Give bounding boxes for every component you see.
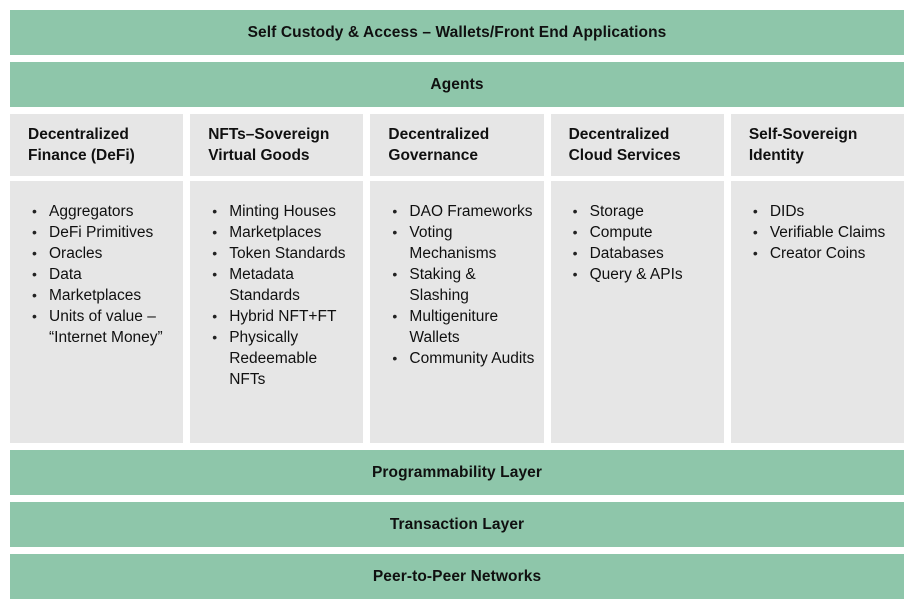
column-identity-body: DIDs Verifiable Claims Creator Coins — [730, 181, 905, 443]
column-defi-body: Aggregators DeFi Primitives Oracles Data… — [10, 181, 184, 443]
column-nfts-body: Minting Houses Marketplaces Token Standa… — [190, 181, 364, 443]
list-item: Hybrid NFT+FT — [210, 306, 355, 327]
list-item: DAO Frameworks — [390, 201, 535, 222]
list-item: Staking & Slashing — [390, 264, 535, 306]
list-item: Units of value – “Internet Money” — [30, 306, 175, 348]
list-item: Community Audits — [390, 348, 535, 369]
list-item: Marketplaces — [30, 285, 175, 306]
list-item: Compute — [571, 222, 716, 243]
list-item: Verifiable Claims — [751, 222, 896, 243]
list-item: Data — [30, 264, 175, 285]
category-columns: Decentralized Finance (DeFi) Aggregators… — [10, 114, 905, 443]
column-defi-list: Aggregators DeFi Primitives Oracles Data… — [30, 201, 175, 348]
list-item: Minting Houses — [210, 201, 355, 222]
list-item: Aggregators — [30, 201, 175, 222]
layer-agents-label: Agents — [430, 75, 484, 93]
column-nfts-header: NFTs–Sovereign Virtual Goods — [190, 114, 364, 176]
column-governance-list: DAO Frameworks Voting Mechanisms Staking… — [390, 201, 535, 369]
column-nfts: NFTs–Sovereign Virtual Goods Minting Hou… — [190, 114, 364, 443]
column-cloud-services-list: Storage Compute Databases Query & APIs — [571, 201, 716, 285]
list-item: Query & APIs — [571, 264, 716, 285]
list-item: Multigeniture Wallets — [390, 306, 535, 348]
column-identity: Self-Sovereign Identity DIDs Verifiable … — [730, 114, 905, 443]
layer-transaction: Transaction Layer — [10, 502, 904, 547]
column-identity-header: Self-Sovereign Identity — [730, 114, 905, 176]
column-cloud-services: Decentralized Cloud Services Storage Com… — [550, 114, 724, 443]
column-defi-header: Decentralized Finance (DeFi) — [10, 114, 184, 176]
column-defi: Decentralized Finance (DeFi) Aggregators… — [10, 114, 184, 443]
list-item: Voting Mechanisms — [390, 222, 535, 264]
layer-transaction-label: Transaction Layer — [389, 515, 525, 533]
list-item: Storage — [571, 201, 716, 222]
list-item: Oracles — [30, 243, 175, 264]
column-governance: Decentralized Governance DAO Frameworks … — [370, 114, 544, 443]
list-item: Metadata Standards — [210, 264, 355, 306]
list-item: DIDs — [751, 201, 896, 222]
list-item: Creator Coins — [751, 243, 896, 264]
column-nfts-title: NFTs–Sovereign Virtual Goods — [208, 126, 330, 164]
column-cloud-services-body: Storage Compute Databases Query & APIs — [550, 181, 724, 443]
layer-peer-to-peer: Peer-to-Peer Networks — [10, 554, 904, 599]
column-governance-body: DAO Frameworks Voting Mechanisms Staking… — [370, 181, 544, 443]
list-item: Marketplaces — [210, 222, 355, 243]
column-defi-title: Decentralized Finance (DeFi) — [28, 126, 135, 164]
layer-agents: Agents — [10, 62, 904, 107]
column-identity-title: Self-Sovereign Identity — [748, 126, 858, 164]
column-nfts-list: Minting Houses Marketplaces Token Standa… — [210, 201, 355, 390]
column-cloud-services-header: Decentralized Cloud Services — [550, 114, 724, 176]
list-item: Physically Redeemable NFTs — [210, 327, 355, 390]
column-governance-title: Decentralized Governance — [388, 126, 490, 164]
layer-programmability-label: Programmability Layer — [371, 463, 543, 481]
layer-programmability: Programmability Layer — [10, 450, 904, 495]
list-item: DeFi Primitives — [30, 222, 175, 243]
layer-self-custody-access: Self Custody & Access – Wallets/Front En… — [10, 10, 904, 55]
list-item: Databases — [571, 243, 716, 264]
column-governance-header: Decentralized Governance — [370, 114, 544, 176]
column-cloud-services-title: Decentralized Cloud Services — [568, 126, 681, 164]
layer-self-custody-access-label: Self Custody & Access – Wallets/Front En… — [247, 23, 667, 41]
list-item: Token Standards — [210, 243, 355, 264]
layer-peer-to-peer-label: Peer-to-Peer Networks — [372, 567, 542, 585]
column-identity-list: DIDs Verifiable Claims Creator Coins — [751, 201, 896, 264]
